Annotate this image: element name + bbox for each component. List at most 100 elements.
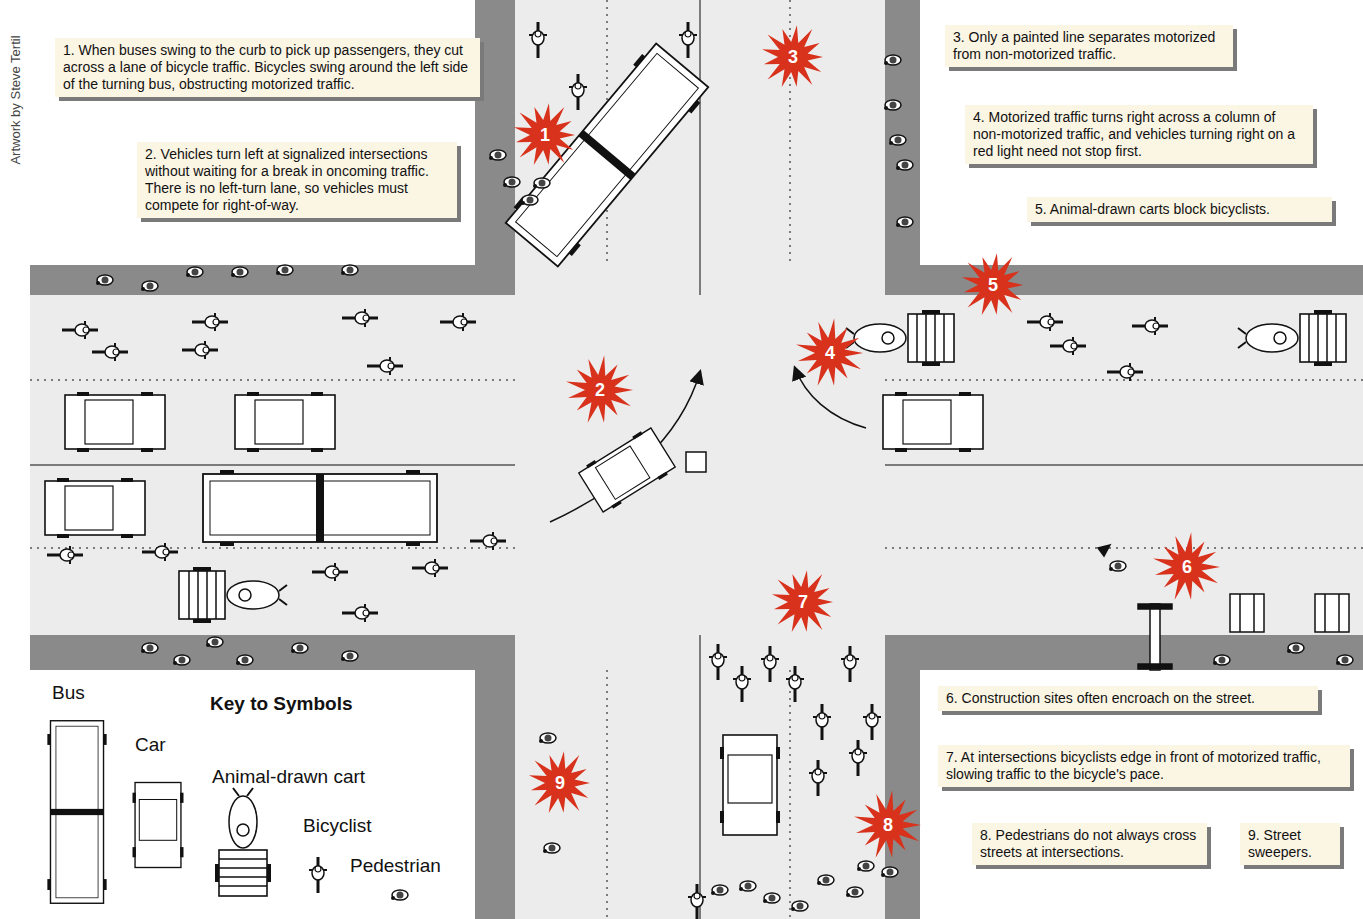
bicyclist-symbol [412, 559, 448, 577]
pedestrian-symbol [763, 893, 780, 903]
bicyclist-symbol [1132, 317, 1168, 335]
pedestrian-symbol [173, 655, 190, 665]
note-text: 7. At intersections bicyclists edge in f… [946, 749, 1342, 783]
starburst [962, 253, 1023, 315]
bicyclist-symbol [470, 532, 506, 550]
bicyclist-symbol [849, 740, 867, 776]
note-box: 9. Street sweepers. [1240, 823, 1340, 865]
note-text: 4. Motorized traffic turns right across … [973, 109, 1305, 160]
note-text: 6. Construction sites often encroach on … [946, 690, 1310, 707]
pedestrian-symbol [1336, 655, 1353, 665]
bicyclist-symbol [312, 563, 348, 581]
starburst [772, 570, 833, 632]
pedestrian-symbol [1109, 561, 1126, 571]
pedestrian-symbol [539, 733, 556, 743]
cart-symbol [1238, 310, 1346, 366]
bicyclist-symbol [688, 884, 706, 919]
pedestrian-symbol [846, 887, 863, 897]
bicyclist-symbol [342, 604, 378, 622]
pedestrian-symbol [791, 901, 808, 911]
bus-symbol [47, 721, 106, 904]
note-text: 1. When buses swing to the curb to pick … [63, 42, 472, 93]
bicyclist-symbol [367, 357, 403, 375]
key-heading: Key to Symbols [210, 693, 353, 715]
pedestrian-symbol [276, 265, 293, 275]
cart-symbol [846, 310, 954, 366]
pedestrian-symbol [231, 267, 248, 277]
legend-text: Bus [52, 682, 85, 704]
bicyclist-symbol [342, 309, 378, 327]
note-box: 7. At intersections bicyclists edge in f… [938, 745, 1350, 787]
bicyclist-symbol [1050, 337, 1086, 355]
cart-symbol [215, 788, 271, 896]
callout-number: 5 [988, 275, 998, 296]
pedestrian-symbol [521, 195, 538, 205]
legend-text: Bicyclist [303, 815, 372, 837]
pedestrian-symbol [489, 150, 506, 160]
bicyclist-symbol [529, 22, 547, 58]
bicyclist-symbol [786, 666, 804, 702]
bicyclist-symbol [863, 704, 881, 740]
pedestrian-symbol [1287, 643, 1304, 653]
starburst [529, 751, 590, 813]
pedestrian-symbol [896, 217, 913, 227]
bicyclist-symbol [761, 646, 779, 682]
road-surface [30, 0, 1363, 919]
starburst [1153, 532, 1220, 600]
pedestrian-symbol [291, 643, 308, 653]
city-blocks [30, 0, 1363, 919]
turn-arrows [550, 368, 866, 522]
sidewalks [30, 0, 1363, 919]
callout-number: 6 [1182, 557, 1192, 578]
car-symbol [577, 426, 676, 514]
pedestrian-symbol [896, 160, 913, 170]
bicyclist-symbol [309, 857, 327, 893]
legend-text: Car [135, 734, 166, 756]
starburst [566, 355, 633, 423]
note-text: 9. Street sweepers. [1248, 827, 1332, 861]
pedestrian-symbol [341, 265, 358, 275]
bicyclist-symbol [809, 760, 827, 796]
bicyclist-symbol [733, 666, 751, 702]
note-box: 2. Vehicles turn left at signalized inte… [137, 142, 457, 218]
note-text: 5. Animal-drawn carts block bicyclists. [1035, 201, 1324, 218]
cart-symbol [179, 567, 287, 623]
note-box: 5. Animal-drawn carts block bicyclists. [1027, 197, 1332, 222]
artist-credit: Artwork by Steve Tertil [8, 35, 23, 164]
bicyclist-symbol [440, 313, 476, 331]
pedestrian-symbol [884, 100, 901, 110]
callout-number: 7 [798, 592, 808, 613]
bicyclist-symbol [813, 704, 831, 740]
bicyclist-symbol [47, 546, 83, 564]
car-symbol [720, 735, 780, 835]
car-symbol [883, 392, 983, 452]
callout-number: 1 [540, 125, 550, 146]
pedestrian-symbol [857, 861, 874, 871]
note-box: 4. Motorized traffic turns right across … [965, 105, 1313, 164]
starburst [854, 790, 921, 858]
note-box: 3. Only a painted line separates motoriz… [945, 25, 1233, 67]
pedestrian-symbol [1213, 655, 1230, 665]
pedestrian-symbol [881, 867, 898, 877]
bicyclist-symbol [679, 22, 697, 58]
bicyclist-symbol [709, 644, 727, 680]
car-symbol [45, 478, 145, 538]
starburst [514, 103, 575, 165]
legend-text: Animal-drawn cart [212, 766, 365, 788]
bicyclist-symbol [841, 646, 859, 682]
pedestrian-symbol [141, 281, 158, 291]
pedestrian-symbol [391, 890, 408, 900]
note-text: 8. Pedestrians do not always cross stree… [980, 827, 1199, 861]
callout-number: 3 [788, 47, 798, 68]
bicyclist-symbol [92, 343, 128, 361]
bus-symbol [503, 41, 712, 269]
car-symbol [133, 783, 184, 868]
pedestrian-symbol [186, 267, 203, 277]
bicyclist-symbol [1107, 363, 1143, 381]
bicyclist-symbol [182, 341, 218, 359]
bicyclist-symbol [1027, 313, 1063, 331]
pedestrian-symbol [711, 885, 728, 895]
note-text: 2. Vehicles turn left at signalized inte… [145, 146, 449, 214]
pedestrian-symbol [206, 637, 223, 647]
bus-symbol [203, 470, 437, 546]
